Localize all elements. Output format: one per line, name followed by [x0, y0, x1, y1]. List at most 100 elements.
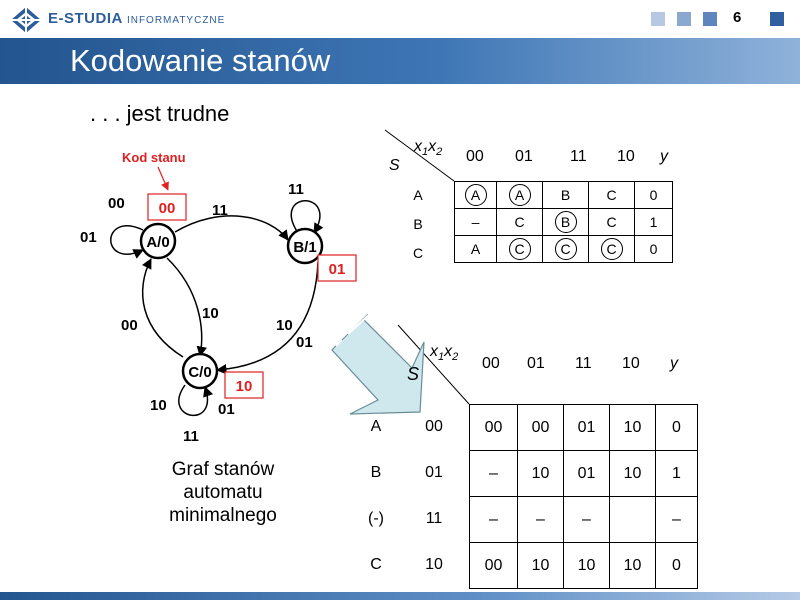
- table2-row-code: 10: [425, 556, 443, 573]
- edge-label: 01: [218, 401, 235, 418]
- table-row: A A B C 0: [454, 181, 673, 209]
- table-cell: 0: [655, 542, 698, 589]
- table2-row-label: A: [370, 418, 382, 435]
- edge-label: 11: [183, 428, 199, 445]
- code-annotation: Kod stanu: [122, 150, 186, 165]
- top-bar: E-STUDIA INFORMATYCZNE 6: [0, 0, 800, 38]
- table-cell: 10: [609, 450, 656, 497]
- table1-col-header: 00: [466, 148, 484, 165]
- edge-label: 01: [80, 229, 97, 246]
- edge-label: 01: [296, 334, 313, 351]
- logo-main: E-STUDIA: [48, 10, 123, 27]
- table2-row-label: C: [370, 556, 382, 573]
- table-cell: A: [508, 184, 531, 206]
- deco-square: [651, 12, 665, 26]
- table2-s-label: S: [407, 364, 420, 384]
- big-arrow-icon: [331, 311, 425, 415]
- table-cell: 10: [563, 542, 610, 589]
- transition-table: A A B C 0 – C B C 1 A C C C 0: [454, 181, 673, 263]
- table-cell: –: [469, 450, 518, 497]
- edge-b-self: [290, 200, 324, 234]
- table-cell: C: [588, 208, 635, 236]
- logo-text: E-STUDIA INFORMATYCZNE: [48, 10, 225, 27]
- table-row: 00 00 01 10 0: [469, 404, 698, 451]
- table2-col-header: 00: [482, 355, 500, 372]
- table-cell: 10: [609, 542, 656, 589]
- code-b: 01: [329, 261, 346, 278]
- x1-sub: 1: [438, 351, 445, 364]
- table-cell: 10: [517, 542, 564, 589]
- table-row: – 10 01 10 1: [469, 450, 698, 497]
- state-a: A/0: [139, 222, 177, 260]
- table-cell: C: [496, 208, 543, 236]
- logo-sub: INFORMATYCZNE: [126, 15, 226, 26]
- table2-row-code: 01: [425, 464, 443, 481]
- table1-row-label: C: [412, 245, 424, 261]
- x2-label: x: [444, 343, 453, 360]
- table-cell: C: [600, 238, 623, 260]
- edge-label: 00: [121, 317, 138, 334]
- table-cell: B: [554, 211, 577, 233]
- encoded-transition-table: 00 00 01 10 0 – 10 01 10 1 – – – – 00 10…: [469, 404, 698, 589]
- edge-label: 10: [150, 397, 167, 414]
- table1-s-label: S: [389, 157, 400, 174]
- table-cell: –: [655, 496, 698, 543]
- table2-row-code: 00: [425, 418, 443, 435]
- table1-y-header: y: [660, 148, 668, 165]
- table-row: – – – –: [469, 496, 698, 543]
- state-a-label: A/0: [146, 234, 169, 251]
- table2-diagonal: [397, 324, 470, 405]
- table-cell: –: [454, 208, 497, 236]
- table-cell: –: [563, 496, 610, 543]
- table-cell: 1: [655, 450, 698, 497]
- code-box-c: [224, 371, 264, 399]
- table2-col-header: 10: [622, 355, 640, 372]
- page-title: Kodowanie stanów: [70, 43, 331, 78]
- table-cell: C: [588, 181, 635, 209]
- table-cell: 1: [634, 208, 673, 236]
- table-cell: 00: [469, 542, 518, 589]
- edge-a-self: [110, 225, 144, 259]
- table1-row-label: A: [413, 187, 423, 203]
- table-cell: 01: [563, 450, 610, 497]
- code-c: 10: [236, 378, 253, 395]
- x1-label: x: [414, 138, 422, 155]
- table2-row-code: 11: [425, 510, 443, 527]
- x1-label: x: [430, 343, 438, 360]
- edge-label: 11: [212, 202, 228, 219]
- edge-label: 11: [288, 181, 304, 198]
- state-b: B/1: [286, 227, 324, 265]
- table-cell: 10: [609, 404, 656, 451]
- x2-label: x: [428, 138, 437, 155]
- table2-x-header: x1x2: [430, 343, 458, 363]
- table-row: – C B C 1: [454, 208, 673, 236]
- deco-square: [677, 12, 691, 26]
- table-row: 00 10 10 10 0: [469, 542, 698, 589]
- table-row: A C C C 0: [454, 235, 673, 263]
- table2-col-header: 01: [527, 355, 545, 372]
- table-cell: A: [464, 184, 487, 206]
- table2-row-label: B: [370, 464, 382, 481]
- table-cell: C: [554, 238, 577, 260]
- code-box-a: [147, 193, 187, 221]
- code-pointer: [157, 166, 169, 191]
- table-cell: 0: [634, 181, 673, 209]
- x2-sub: 2: [436, 146, 443, 159]
- code-box-b: [317, 254, 357, 282]
- graph-caption: Graf stanów automatu minimalnego: [169, 459, 277, 526]
- table1-diagonal: [384, 129, 455, 182]
- table2-y-header: y: [670, 355, 678, 372]
- table1-col-header: 01: [515, 148, 533, 165]
- state-c: C/0: [181, 352, 219, 390]
- table-cell: [609, 496, 656, 543]
- table-cell: 01: [563, 404, 610, 451]
- table-cell: 00: [517, 404, 564, 451]
- code-a: 00: [159, 200, 176, 217]
- logo-icon: [11, 7, 41, 33]
- table2-row-label: (-): [368, 510, 384, 527]
- table1-x-header: x1x2: [414, 138, 442, 158]
- edge-b-to-c: [215, 261, 319, 375]
- edge-label: 00: [108, 195, 125, 212]
- edge-a-to-b: [174, 215, 289, 241]
